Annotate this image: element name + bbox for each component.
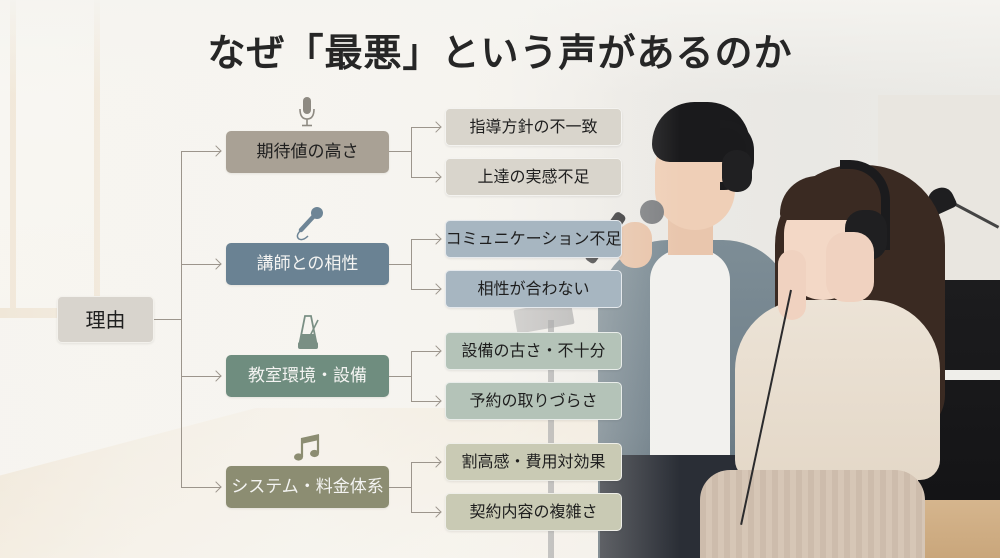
arrow-icon: [430, 456, 442, 468]
sub-trunk: [411, 462, 413, 512]
sub-branch: [411, 462, 440, 464]
category-node-instructor-fit: 講師との相性: [226, 243, 389, 285]
woman-headphones-icon: [840, 160, 890, 250]
category-connector: [389, 264, 411, 266]
arrow-icon: [210, 481, 222, 493]
sub-branch: [411, 351, 440, 353]
arrow-icon: [210, 370, 222, 382]
arrow-icon: [210, 258, 222, 270]
category-connector: [389, 151, 411, 153]
sub-label: 割高感・費用対効果: [461, 452, 606, 471]
arrow-icon: [430, 121, 442, 133]
sub-branch: [411, 401, 440, 403]
sub-node: 割高感・費用対効果: [445, 443, 622, 481]
arrow-icon: [430, 345, 442, 357]
arrow-icon: [430, 395, 442, 407]
sub-label: 相性が合わない: [477, 279, 590, 298]
sub-node: 予約の取りづらさ: [445, 382, 622, 420]
root-node: 理由: [57, 296, 154, 343]
branch-line-1: [181, 151, 221, 153]
sub-trunk: [411, 127, 413, 177]
branch-line-3: [181, 376, 221, 378]
music-note-icon: [294, 434, 320, 461]
metronome-icon: [297, 315, 319, 349]
arrow-icon: [430, 233, 442, 245]
category-node-environment: 教室環境・設備: [226, 355, 389, 397]
sub-branch: [411, 127, 440, 129]
sub-label: 契約内容の複雑さ: [469, 502, 598, 521]
sub-label: コミュニケーション不足: [445, 229, 622, 248]
sub-label: 予約の取りづらさ: [469, 391, 598, 410]
sub-trunk: [411, 239, 413, 289]
branch-line-4: [181, 487, 221, 489]
arrow-icon: [210, 145, 222, 157]
sub-branch: [411, 177, 440, 179]
handheld-microphone-icon: [296, 207, 323, 241]
arrow-icon: [430, 171, 442, 183]
studio-microphone-icon: [299, 97, 315, 127]
trunk-line: [181, 151, 183, 488]
sub-branch: [411, 239, 440, 241]
category-connector: [389, 376, 411, 378]
root-connector: [154, 319, 181, 321]
sub-trunk: [411, 351, 413, 401]
category-node-expectations: 期待値の高さ: [226, 131, 389, 173]
sub-node: 指導方針の不一致: [445, 108, 622, 146]
category-label: 教室環境・設備: [248, 365, 367, 386]
background-top-fade: [0, 0, 1000, 95]
woman-hand-right: [826, 232, 874, 302]
category-connector: [389, 487, 411, 489]
category-label: システム・料金体系: [231, 476, 384, 497]
sub-branch: [411, 289, 440, 291]
woman-skirt: [700, 470, 925, 558]
sub-node: 契約内容の複雑さ: [445, 493, 622, 531]
page-title: なぜ「最悪」という声があるのか: [207, 30, 793, 75]
sub-label: 上達の実感不足: [477, 167, 590, 186]
sub-node: 相性が合わない: [445, 270, 622, 308]
sub-node: 設備の古さ・不十分: [445, 332, 622, 370]
category-label: 講師との相性: [256, 253, 359, 274]
branch-line-2: [181, 264, 221, 266]
arrow-icon: [430, 283, 442, 295]
arrow-icon: [430, 506, 442, 518]
category-label: 期待値の高さ: [256, 141, 359, 162]
sub-node: コミュニケーション不足: [445, 220, 622, 258]
piano-keys: [945, 370, 1000, 380]
category-node-system-pricing: システム・料金体系: [226, 466, 389, 508]
sub-label: 指導方針の不一致: [469, 117, 598, 136]
sub-branch: [411, 512, 440, 514]
sub-node: 上達の実感不足: [445, 158, 622, 196]
sub-label: 設備の古さ・不十分: [461, 341, 606, 360]
woman-hand-left: [778, 250, 806, 320]
man-headphone-cup: [722, 150, 752, 192]
root-label: 理由: [85, 307, 126, 332]
